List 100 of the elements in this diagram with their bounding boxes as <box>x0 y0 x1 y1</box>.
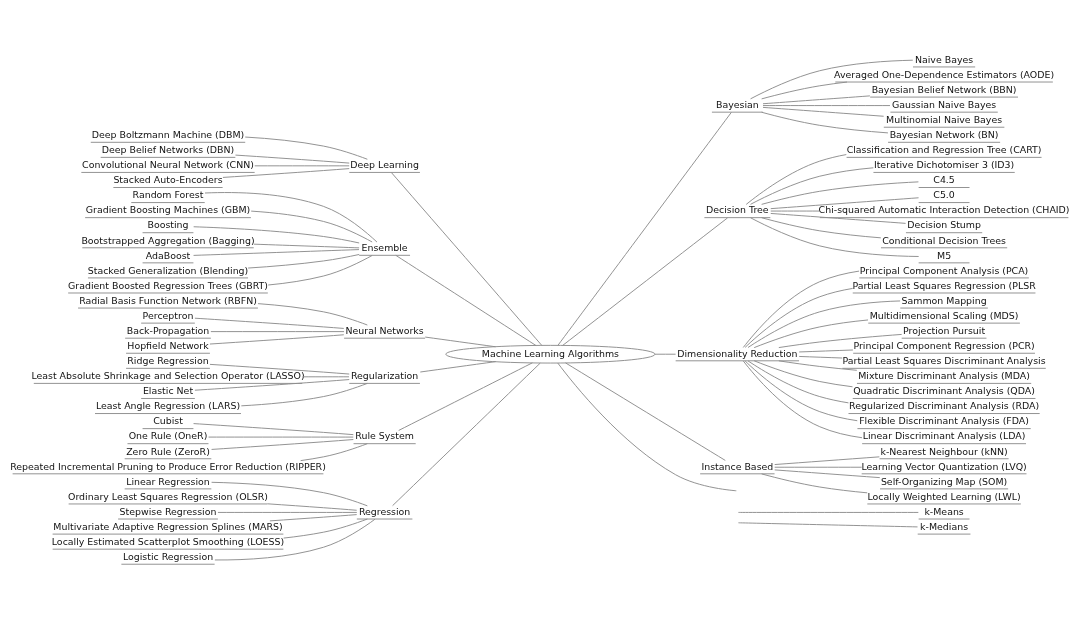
node-text: Deep Learning <box>350 159 419 171</box>
connector <box>211 481 368 507</box>
connector <box>761 473 868 494</box>
node-text: Principal Component Regression (PCR) <box>853 340 1035 352</box>
node-text: Regularized Discriminant Analysis (RDA) <box>849 400 1040 412</box>
node-text: k-Nearest Neighbour (kNN) <box>880 445 1008 457</box>
connector <box>761 111 889 134</box>
node-text: Multivariate Adaptive Regression Splines (MARS) <box>53 520 283 532</box>
node-text: One Rule (OneR) <box>128 430 208 442</box>
node-text: Bootstrapped Aggregation (Bagging) <box>81 234 255 246</box>
connector <box>762 106 885 117</box>
connector <box>424 336 497 348</box>
connector <box>753 360 853 388</box>
node-text: Decision Stump <box>907 219 981 231</box>
connector <box>257 303 368 326</box>
node-text: Averaged One-Dependence Estimators (AODE) <box>834 68 1055 80</box>
connector <box>283 518 368 539</box>
node-text: Radial Basis Function Network (RBFN) <box>79 294 257 306</box>
node-text: Dimensionality Reduction <box>677 347 798 359</box>
node-text: Principal Component Analysis (PCA) <box>859 264 1029 276</box>
node-text: Sammon Mapping <box>901 294 987 306</box>
node-text: Stacked Generalization (Blending) <box>87 264 249 276</box>
connector <box>240 382 368 407</box>
node-text: Bayesian Belief Network (BBN) <box>871 83 1017 95</box>
connector <box>193 249 360 256</box>
connector <box>193 423 354 436</box>
connector <box>214 518 376 561</box>
connector <box>193 226 360 244</box>
connector <box>267 255 373 286</box>
connector <box>761 217 882 239</box>
connector <box>750 59 914 100</box>
node-text: Bayesian <box>715 98 759 110</box>
node-text: Flexible Discriminant Analysis (FDA) <box>859 415 1029 427</box>
node-text: Gradient Boosting Machines (GBM) <box>85 204 251 216</box>
connector <box>194 379 350 391</box>
connector <box>211 439 354 450</box>
connector <box>557 111 732 346</box>
node-text: Stacked Auto-Encoders <box>113 174 223 186</box>
connector <box>204 192 378 243</box>
connector <box>738 522 918 528</box>
node-text: Regularization <box>350 370 419 382</box>
connector <box>250 210 373 243</box>
node-text: Rule System <box>355 430 414 442</box>
connector <box>222 168 350 178</box>
connector <box>744 360 858 422</box>
node-text: Decision Tree <box>706 204 769 216</box>
connector <box>774 469 881 479</box>
connector <box>742 360 863 439</box>
node-text: Repeated Incremental Pruning to Produce Error Reduction (RIPPER) <box>10 460 326 472</box>
node-text: Quadratic Discriminant Analysis (QDA) <box>853 385 1035 397</box>
connector <box>798 349 854 353</box>
connector <box>269 514 358 522</box>
node-text: Gradient Boosted Regression Trees (GBRT) <box>68 279 268 291</box>
connector <box>392 362 541 507</box>
connector <box>761 81 848 100</box>
node-text: Back-Propagation <box>126 324 210 336</box>
node-text: Locally Weighted Learning (LWL) <box>867 490 1021 502</box>
node-text: Stepwise Regression <box>119 505 217 517</box>
node-text: Multinomial Naive Bayes <box>886 113 1003 125</box>
connector <box>747 300 901 348</box>
node-text: Locally Estimated Scatterplot Smoothing (LOESS) <box>51 535 285 547</box>
connector <box>770 212 907 224</box>
node-text: Neural Networks <box>345 324 424 336</box>
node-text: Hopfield Network <box>127 340 209 352</box>
connector <box>745 154 847 205</box>
connector <box>210 331 345 333</box>
node-text: Projection Pursuit <box>903 324 986 336</box>
node-text: Mixture Discriminant Analysis (MDA) <box>858 370 1030 382</box>
node-text: Convolutional Neural Network (CNN) <box>82 159 254 171</box>
connector <box>742 270 860 348</box>
connector <box>302 376 350 378</box>
connector <box>774 456 880 466</box>
connector <box>253 243 360 249</box>
node-text: Logistic Regression <box>122 550 214 562</box>
node-text: Elastic Net <box>142 385 194 397</box>
node-text: Bayesian Network (BN) <box>889 129 999 141</box>
connector <box>778 333 903 349</box>
node-text: Cubist <box>153 415 183 427</box>
node-text: Self-Organizing Map (SOM) <box>880 475 1008 487</box>
node-text: Boosting <box>147 219 189 231</box>
node-text: C5.0 <box>933 189 955 201</box>
node-text: Classification and Regression Tree (CART) <box>846 144 1042 156</box>
node-text: Learning Vector Quantization (LVQ) <box>861 460 1027 472</box>
connector <box>750 167 874 205</box>
connector <box>770 197 919 210</box>
connector <box>254 165 350 167</box>
connector <box>747 360 849 404</box>
node-text: Gaussian Naive Bayes <box>891 98 997 110</box>
node-text: Ensemble <box>361 242 408 254</box>
node-text: Instance Based <box>701 460 774 472</box>
connector <box>217 511 358 513</box>
node-text: Ordinary Least Squares Regression (OLSR) <box>68 490 268 502</box>
node-text: Linear Regression <box>126 475 210 487</box>
connector <box>738 511 919 513</box>
node-text: Ridge Regression <box>127 355 209 367</box>
connector <box>744 287 854 348</box>
node-text: C4.5 <box>933 174 955 186</box>
node-text: Least Absolute Shrinkage and Selection Operator (LASSO) <box>31 370 305 382</box>
connector <box>753 319 869 349</box>
node-text: k-Means <box>924 505 964 517</box>
